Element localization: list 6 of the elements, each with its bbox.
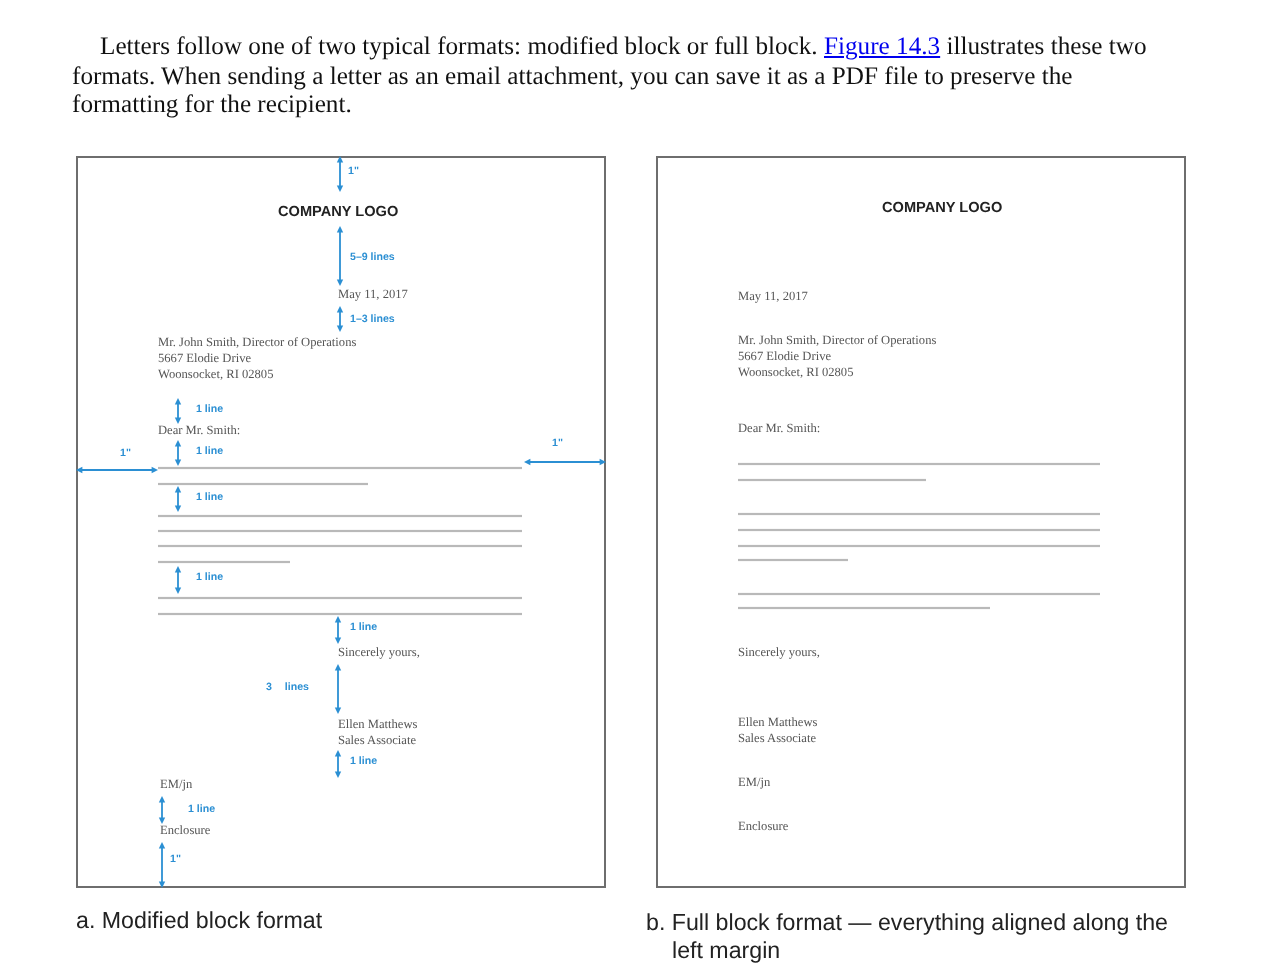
figure-caption: a. Modified block format	[76, 908, 325, 935]
intro-paragraph: Letters follow one of two typical formats: modified block or full block. Figure 14.3 illustrates these two formats. When sending a letter as an email attachment, you can save it as a PDF file to preserve the formatting for the recipient.	[72, 32, 1149, 120]
figure-link: Figure 14.3	[824, 32, 941, 60]
letter-page	[76, 156, 606, 888]
figure-caption: b. Full block format — everything aligned along the left margin	[646, 910, 1171, 964]
letter-page	[656, 156, 1186, 888]
